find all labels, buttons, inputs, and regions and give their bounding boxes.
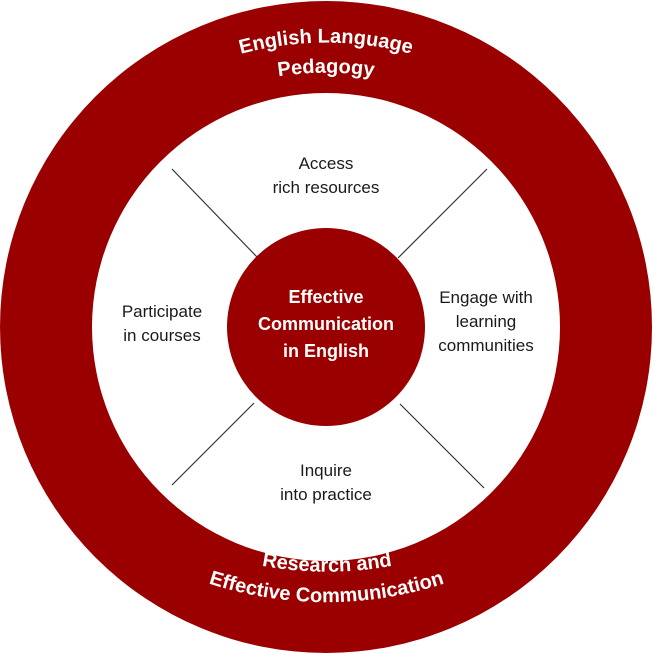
quadrant-top-line-1: Access (298, 154, 354, 173)
quadrant-right-line-2: learning (455, 312, 517, 331)
divider-bottom-left (171, 402, 255, 486)
quadrant-right-line-3: communities (438, 336, 534, 355)
quadrant-bottom-line-2: into practice (280, 485, 372, 504)
quadrant-top-line-2: rich resources (272, 178, 380, 197)
center-line-3: in English (282, 341, 369, 361)
quadrant-top-label: Access rich resources (226, 152, 426, 200)
ring-top-line-2: Pedagogy (276, 56, 377, 82)
quadrant-bottom-label: Inquire into practice (226, 459, 426, 507)
center-line-2: Communication (257, 314, 394, 334)
quadrant-right-line-1: Engage with (439, 288, 533, 307)
quadrant-left-label: Participate in courses (97, 300, 227, 348)
quadrant-right-label: Engage with learning communities (420, 286, 552, 358)
quadrant-left-line-2: in courses (123, 326, 201, 345)
quadrant-bottom-line-1: Inquire (300, 461, 352, 480)
divider-top-left (171, 168, 258, 258)
center-line-1: Effective (288, 287, 364, 307)
quadrant-left-line-1: Participate (121, 302, 203, 321)
center-circle (227, 228, 425, 426)
divider-bottom-right (399, 403, 485, 489)
ring-top-line-2-path: Pedagogy (276, 56, 377, 82)
divider-top-right (397, 168, 488, 259)
center-label: Effective Communication in English (226, 284, 426, 365)
